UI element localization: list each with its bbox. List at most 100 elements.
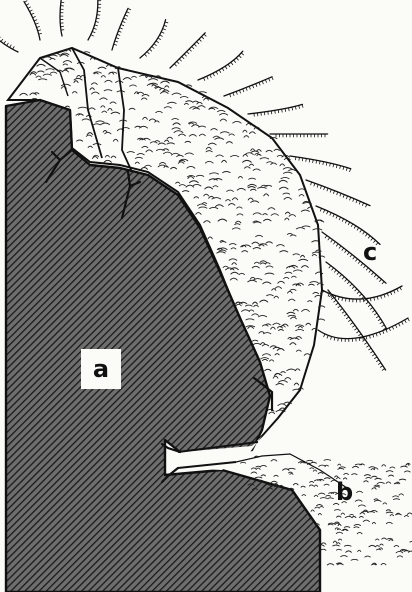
stipple-stroke <box>311 510 314 511</box>
fringe-barb <box>345 220 346 223</box>
fringe-barb <box>348 320 350 322</box>
fringe-barb <box>359 294 361 296</box>
stipple-stroke <box>271 481 277 482</box>
fringe-hair <box>88 0 98 40</box>
stipple-stroke <box>372 488 376 489</box>
stipple-stroke <box>314 485 317 486</box>
stipple-stroke <box>365 556 370 557</box>
fringe-barb <box>339 217 340 220</box>
fringe-barb <box>366 234 368 236</box>
stipple-stroke <box>374 499 378 500</box>
fringe-barb <box>26 4 29 5</box>
fringe-barb <box>313 160 314 163</box>
stipple-stroke <box>364 481 368 482</box>
fringe-hair <box>140 20 166 58</box>
fringe-barb <box>376 360 379 362</box>
fringe-barb <box>366 268 368 270</box>
stipple-stroke <box>344 545 351 546</box>
stipple-stroke <box>346 551 352 552</box>
fringe-barb <box>324 210 325 213</box>
fringe-barb <box>359 201 360 204</box>
stipple-stroke <box>333 545 340 546</box>
fringe-barb <box>163 29 166 30</box>
fringe-barb <box>320 161 321 164</box>
fringe-barb <box>309 159 310 162</box>
stipple-stroke <box>352 466 358 467</box>
stipple-stroke <box>344 527 350 528</box>
fringe-barb <box>259 82 260 85</box>
fringe-barb <box>369 270 371 272</box>
fringe-barb <box>374 313 376 315</box>
stipple-stroke <box>394 545 399 546</box>
stipple-stroke <box>399 494 403 495</box>
stipple-stroke <box>386 482 391 483</box>
fringe-barb <box>353 199 354 202</box>
fringe-barb <box>338 306 340 308</box>
stipple-stroke <box>317 504 323 505</box>
stipple-stroke <box>343 529 347 530</box>
fringe-barb <box>370 307 372 309</box>
stipple-stroke <box>386 512 393 513</box>
fringe-barb <box>351 323 353 325</box>
stipple-stroke <box>335 510 341 511</box>
fringe-barb <box>374 275 376 277</box>
fringe-barb <box>262 81 263 84</box>
fringe-barb <box>408 318 410 321</box>
fringe-barb <box>336 244 338 246</box>
stipple-stroke <box>311 462 317 463</box>
fringe-barb <box>7 43 9 46</box>
fringe-barb <box>234 60 236 62</box>
fringe-barb <box>339 246 341 248</box>
stipple-stroke <box>290 474 293 475</box>
stipple-stroke <box>369 467 375 468</box>
fringe-barb <box>125 15 128 16</box>
stipple-stroke <box>375 478 381 479</box>
scale-stroke <box>317 319 325 320</box>
stipple-stroke <box>372 476 377 477</box>
stipple-stroke <box>309 485 313 486</box>
stipple-stroke <box>404 551 410 552</box>
fringe-barb <box>1 39 3 41</box>
label-b: b <box>336 480 353 504</box>
fringe-barb <box>222 68 224 71</box>
fringe-barb <box>115 41 118 42</box>
fringe-barb <box>330 189 331 192</box>
fringe-barb <box>160 35 163 36</box>
stipple-stroke <box>336 516 341 517</box>
stipple-stroke <box>261 475 265 476</box>
stipple-stroke <box>366 477 371 478</box>
fringe-barb <box>320 208 321 211</box>
stipple-stroke <box>377 482 384 483</box>
fringe-barb <box>350 197 351 200</box>
stipple-stroke <box>321 543 326 544</box>
fringe-barb <box>362 203 363 206</box>
fringe-barb <box>92 31 95 32</box>
stipple-stroke <box>354 527 359 528</box>
stipple-stroke <box>319 465 326 466</box>
fringe-hair <box>170 33 205 68</box>
fringe-barb <box>252 85 253 88</box>
stipple-stroke <box>327 498 333 499</box>
stipple-stroke <box>357 532 362 533</box>
fringe-barb <box>347 281 349 283</box>
stipple-stroke <box>404 515 408 516</box>
fringe-barb <box>340 193 341 196</box>
fringe-barb <box>324 334 325 337</box>
fringe-hair <box>24 2 40 40</box>
fringe-barb <box>340 274 342 276</box>
stipple-stroke <box>307 460 313 461</box>
fringe-barb <box>13 47 14 50</box>
stipple-stroke <box>380 544 383 545</box>
fringe-barb <box>317 184 318 187</box>
stipple-stroke <box>335 476 338 477</box>
stipple-stroke <box>301 486 305 487</box>
fringe-barb <box>239 55 241 57</box>
stipple-stroke <box>383 503 387 504</box>
label-c: c <box>363 240 377 264</box>
fringe-barb <box>356 200 357 203</box>
stipple-stroke <box>374 500 381 501</box>
fringe-barb <box>278 110 279 113</box>
fringe-barb <box>348 222 349 225</box>
stipple-stroke <box>338 468 344 469</box>
fringe-barb <box>213 73 214 76</box>
